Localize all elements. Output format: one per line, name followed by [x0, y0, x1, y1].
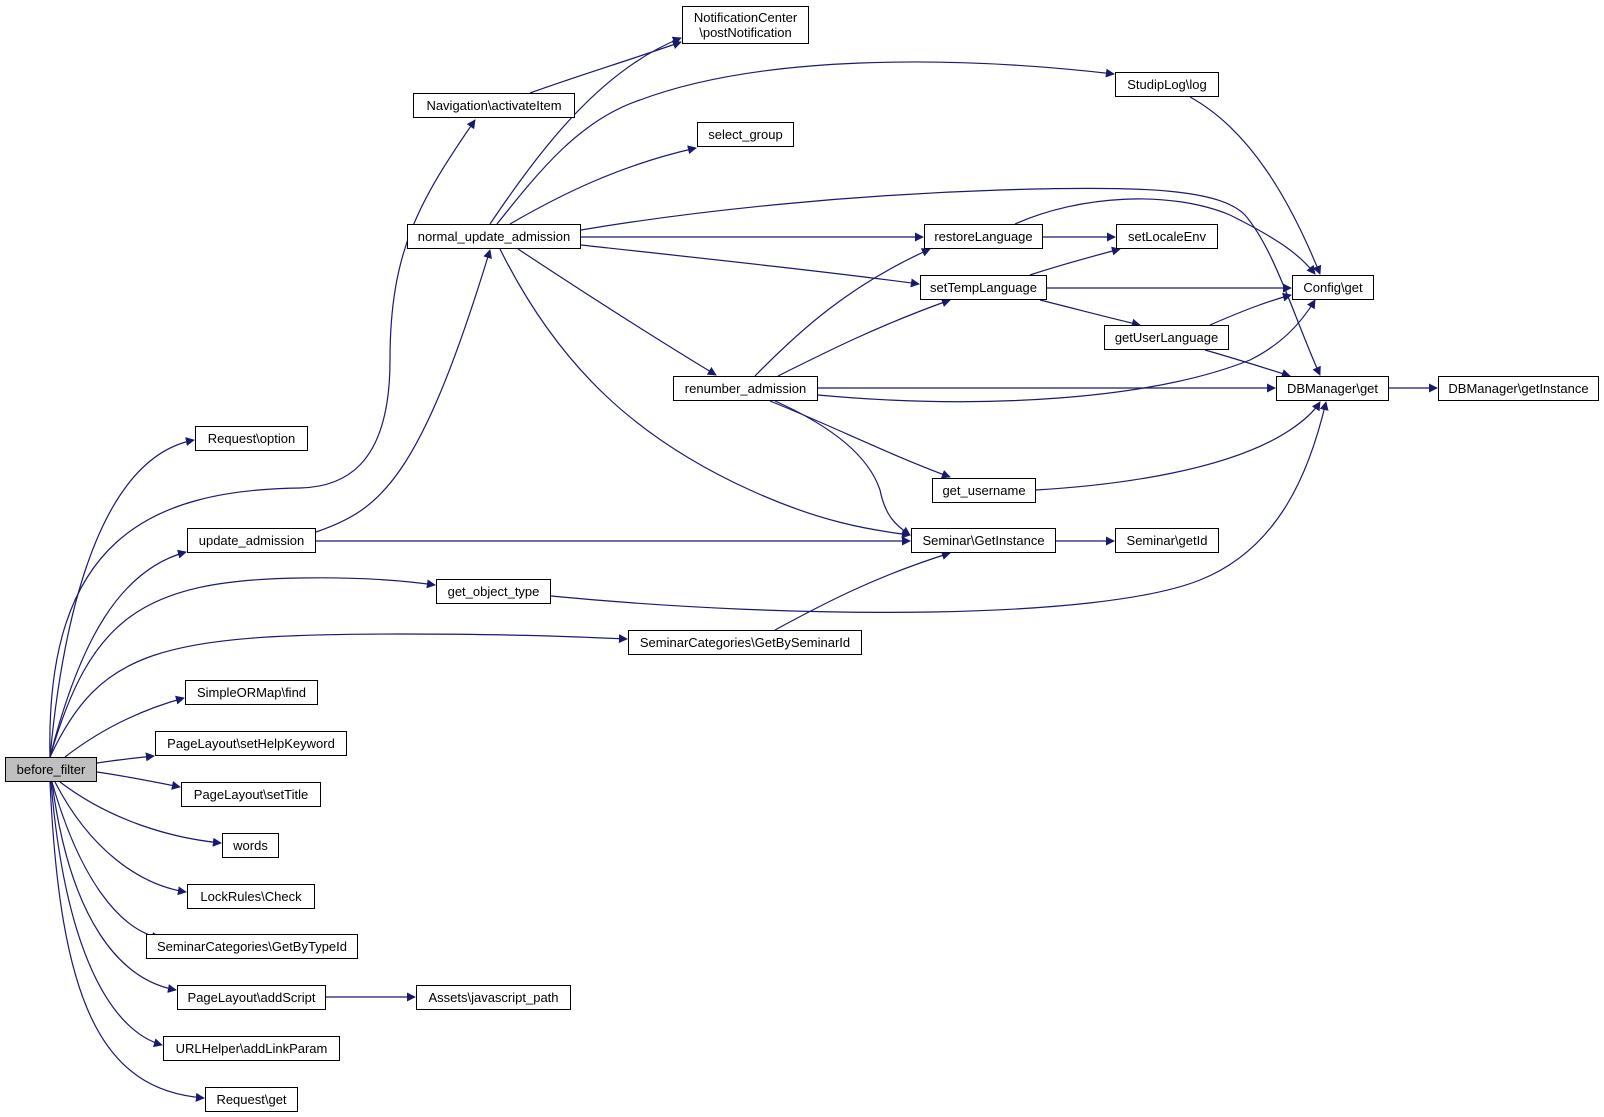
node-dbmanager-get[interactable]: DBManager\get [1276, 376, 1389, 401]
edge-before-filter-to-seminarcategories-getbyseminarid [49, 633, 628, 758]
node-get-username[interactable]: get_username [932, 478, 1036, 503]
edge-before-filter-to-urlhelper-addlinkparam [50, 781, 163, 1048]
edge-settemplanguage-to-getuserlanguage [1039, 299, 1141, 328]
edge-restorelanguage-to-config-get [1014, 198, 1316, 275]
edge-renumber-admission-to-settemplanguage [777, 298, 951, 377]
node-request-option[interactable]: Request\option [195, 426, 308, 451]
edge-before-filter-to-words [59, 781, 222, 847]
edge-renumber-admission-to-seminar-getinstance [774, 400, 911, 536]
edge-normal-update-admission-to-notificationcenter-postnotification [489, 36, 682, 225]
edge-before-filter-to-request-get [49, 781, 205, 1102]
node-setlocaleenv[interactable]: setLocaleEnv [1116, 224, 1218, 249]
edge-get-username-to-dbmanager-get [1035, 401, 1321, 491]
node-get-object-type[interactable]: get_object_type [436, 579, 551, 604]
edge-seminarcategories-getbyseminarid-to-seminar-getinstance [774, 551, 951, 631]
edge-before-filter-to-pagelayout-sethelpkeyword [96, 752, 155, 764]
node-normal-update-admission[interactable]: normal_update_admission [407, 224, 581, 249]
edge-normal-update-admission-to-settemplanguage [580, 244, 920, 288]
edge-before-filter-to-seminarcategories-getbytypeid [51, 781, 161, 941]
edge-normal-update-admission-to-seminar-getinstance [499, 248, 911, 539]
edge-before-filter-to-get-object-type [49, 577, 436, 758]
edge-before-filter-to-pagelayout-addscript [51, 781, 177, 993]
node-seminar-getid[interactable]: Seminar\getId [1115, 528, 1219, 553]
node-settemplanguage[interactable]: setTempLanguage [920, 275, 1047, 300]
node-seminar-getinstance[interactable]: Seminar\GetInstance [911, 528, 1056, 553]
node-update-admission[interactable]: update_admission [187, 528, 316, 553]
edge-navigation-activateitem-to-notificationcenter-postnotification [529, 40, 682, 94]
edge-normal-update-admission-to-select-group [509, 145, 697, 225]
node-request-get[interactable]: Request\get [205, 1087, 298, 1112]
edge-before-filter-to-pagelayout-settitle [96, 771, 181, 790]
edge-before-filter-to-lockrules-check [54, 781, 187, 896]
edge-getuserlanguage-to-config-get [1209, 292, 1292, 326]
node-seminarcategories-getbytypeid[interactable]: SeminarCategories\GetByTypeId [146, 934, 358, 959]
node-words[interactable]: words [222, 833, 279, 858]
node-config-get[interactable]: Config\get [1292, 275, 1374, 300]
edge-before-filter-to-request-option [49, 437, 195, 758]
edge-renumber-admission-to-get-username [769, 400, 951, 479]
node-simpleormap-find[interactable]: SimpleORMap\find [185, 680, 318, 705]
node-select-group[interactable]: select_group [697, 122, 794, 147]
edge-settemplanguage-to-setlocaleenv [1029, 246, 1121, 276]
edge-before-filter-to-simpleormap-find [64, 695, 185, 758]
node-pagelayout-settitle[interactable]: PageLayout\setTitle [181, 782, 321, 807]
node-pagelayout-sethelpkeyword[interactable]: PageLayout\setHelpKeyword [155, 731, 347, 756]
node-renumber-admission[interactable]: renumber_admission [673, 376, 818, 401]
node-seminarcategories-getbyseminarid[interactable]: SeminarCategories\GetBySeminarId [628, 630, 862, 655]
node-pagelayout-addscript[interactable]: PageLayout\addScript [177, 985, 326, 1010]
node-navigation-activateitem[interactable]: Navigation\activateItem [413, 93, 575, 118]
node-before-filter[interactable]: before_filter [5, 757, 97, 782]
node-notificationcenter-postnotification[interactable]: NotificationCenter \postNotification [682, 6, 809, 44]
edge-studiplog-log-to-config-get [1189, 96, 1322, 275]
node-restorelanguage[interactable]: restoreLanguage [924, 224, 1043, 249]
node-assets-javascript-path[interactable]: Assets\javascript_path [416, 985, 571, 1010]
edge-normal-update-admission-to-studiplog-log [496, 61, 1115, 225]
edge-renumber-admission-to-config-get [817, 299, 1316, 403]
node-dbmanager-getinstance[interactable]: DBManager\getInstance [1438, 376, 1599, 401]
node-studiplog-log[interactable]: StudipLog\log [1115, 72, 1219, 97]
edge-normal-update-admission-to-renumber-admission [517, 248, 717, 376]
node-lockrules-check[interactable]: LockRules\Check [187, 884, 315, 909]
edge-before-filter-to-update-admission [49, 549, 187, 758]
edge-normal-update-admission-to-dbmanager-get [580, 187, 1321, 376]
node-getuserlanguage[interactable]: getUserLanguage [1104, 325, 1229, 350]
edge-renumber-admission-to-restorelanguage [754, 248, 931, 377]
edge-get-object-type-to-dbmanager-get [550, 401, 1329, 613]
edge-getuserlanguage-to-dbmanager-get [1204, 349, 1291, 378]
edge-update-admission-to-normal-update-admission [315, 249, 492, 533]
node-urlhelper-addlinkparam[interactable]: URLHelper\addLinkParam [163, 1036, 340, 1061]
